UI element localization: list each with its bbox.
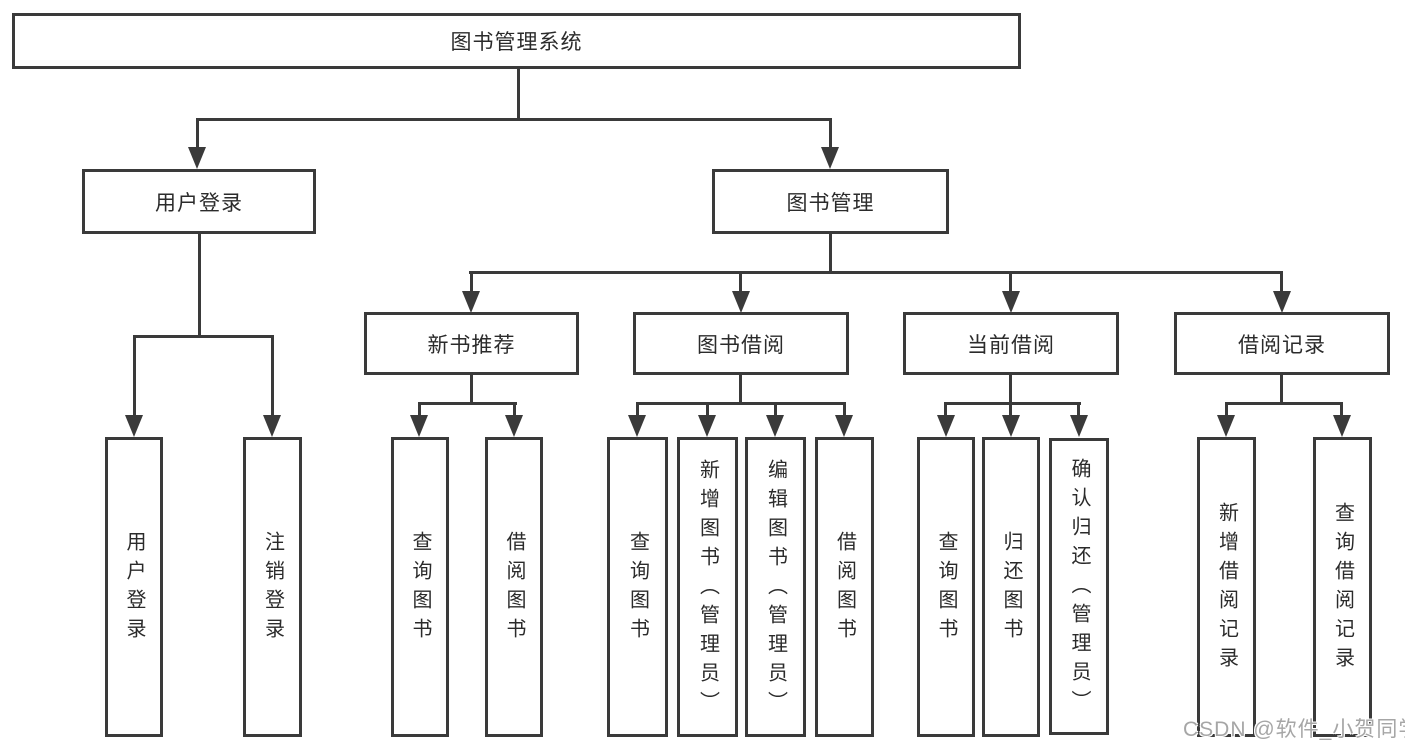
node-borrow-records: 借阅记录 [1174,312,1390,375]
connector-book-mgmt-stub [1009,271,1012,293]
leaf-current-query-books-label: 查询图书 [935,531,957,647]
arrow-down-icon [263,415,281,437]
connector-root-stub [829,118,832,149]
leaf-borrow-query-books: 查询图书 [607,437,668,737]
leaf-borrow-borrow-books-label: 借阅图书 [833,531,856,647]
arrow-down-icon [732,291,750,313]
leaf-user-login: 用户登录 [105,437,163,737]
connector-book-borrow-stub [843,402,846,416]
node-user-login-label: 用户登录 [155,191,243,215]
connector-borrow-records-stub [1340,402,1343,416]
leaf-logout: 注销登录 [243,437,302,737]
node-book-management: 图书管理 [712,169,949,234]
arrow-down-icon [766,415,784,437]
arrow-down-icon [698,415,716,437]
connector-user-login-vertical [198,234,201,337]
arrow-down-icon [188,147,206,169]
arrow-down-icon [410,415,428,437]
connector-root-vertical [517,68,520,121]
connector-book-mgmt-stub [470,271,473,293]
arrow-down-icon [1002,415,1020,437]
node-root-label: 图书管理系统 [450,31,583,54]
connector-book-mgmt-stub [739,271,742,293]
leaf-records-add-borrow-record-label: 新增借阅记录 [1215,502,1238,676]
leaf-borrow-add-books-admin-label: 新增图书（管理员） [696,458,719,720]
leaf-borrow-borrow-books: 借阅图书 [815,437,874,737]
connector-new-book-horizontal [418,402,517,405]
node-current-borrow: 当前借阅 [903,312,1119,375]
connector-new-book-stub [513,402,516,416]
leaf-borrow-edit-books-admin: 编辑图书（管理员） [745,437,806,737]
node-new-book-recommend: 新书推荐 [364,312,579,375]
arrow-down-icon [505,415,523,437]
connector-book-mgmt-vertical [829,234,832,274]
leaf-newbook-query-books: 查询图书 [391,437,449,737]
arrow-down-icon [125,415,143,437]
arrow-down-icon [1217,415,1235,437]
connector-current-borrow-stub [944,402,947,416]
connector-user-login-horizontal [133,335,274,338]
connector-current-borrow-vertical [1009,375,1012,405]
arrow-down-icon [835,415,853,437]
leaf-borrow-query-books-label: 查询图书 [626,531,649,647]
connector-book-borrow-stub [636,402,639,416]
connector-book-borrow-stub [706,402,709,416]
leaf-records-add-borrow-record: 新增借阅记录 [1197,437,1256,737]
node-borrow-records-label: 借阅记录 [1238,333,1326,357]
arrow-down-icon [628,415,646,437]
node-root: 图书管理系统 [12,13,1021,69]
connector-root-stub [196,118,199,149]
connector-new-book-vertical [470,375,473,405]
leaf-borrow-add-books-admin: 新增图书（管理员） [677,437,738,737]
connector-book-borrow-stub [774,402,777,416]
connector-user-login-stub [271,335,274,416]
leaf-records-query-borrow-record: 查询借阅记录 [1313,437,1372,737]
leaf-current-confirm-return-admin-label: 确认归还（管理员） [1068,458,1090,719]
connector-current-borrow-horizontal [944,402,1081,405]
leaf-newbook-borrow-books: 借阅图书 [485,437,543,737]
node-book-borrow: 图书借阅 [633,312,849,375]
leaf-logout-label: 注销登录 [261,531,284,647]
connector-current-borrow-stub [1009,402,1012,416]
arrow-down-icon [937,415,955,437]
node-user-login: 用户登录 [82,169,316,234]
leaf-newbook-borrow-books-label: 借阅图书 [503,531,525,647]
leaf-newbook-query-books-label: 查询图书 [409,531,431,647]
leaf-current-return-books-label: 归还图书 [1000,531,1022,647]
connector-borrow-records-vertical [1280,375,1283,405]
arrow-down-icon [1070,415,1088,437]
leaf-current-confirm-return-admin: 确认归还（管理员） [1049,438,1109,735]
connector-borrow-records-horizontal [1225,402,1343,405]
node-book-management-label: 图书管理 [786,191,875,215]
connector-root-horizontal [196,118,832,121]
arrow-down-icon [462,291,480,313]
arrow-down-icon [1273,291,1291,313]
node-book-borrow-label: 图书借阅 [697,333,785,357]
leaf-records-query-borrow-record-label: 查询借阅记录 [1331,502,1354,676]
connector-book-mgmt-stub [1280,271,1283,293]
node-new-book-recommend-label: 新书推荐 [427,333,516,357]
watermark: CSDN @软件_小贺同学 [1183,718,1405,741]
leaf-current-return-books: 归还图书 [982,437,1040,737]
connector-book-borrow-horizontal [636,402,846,405]
connector-book-borrow-vertical [739,375,742,405]
connector-current-borrow-stub [1077,402,1080,416]
connector-new-book-stub [418,402,421,416]
leaf-borrow-edit-books-admin-label: 编辑图书（管理员） [764,458,787,720]
connector-book-mgmt-horizontal [469,271,1283,274]
leaf-current-query-books: 查询图书 [917,437,975,737]
node-current-borrow-label: 当前借阅 [967,333,1055,357]
connector-user-login-stub [133,335,136,416]
leaf-user-login-label: 用户登录 [123,531,145,647]
arrow-down-icon [1002,291,1020,313]
arrow-down-icon [821,147,839,169]
connector-borrow-records-stub [1225,402,1228,416]
arrow-down-icon [1333,415,1351,437]
